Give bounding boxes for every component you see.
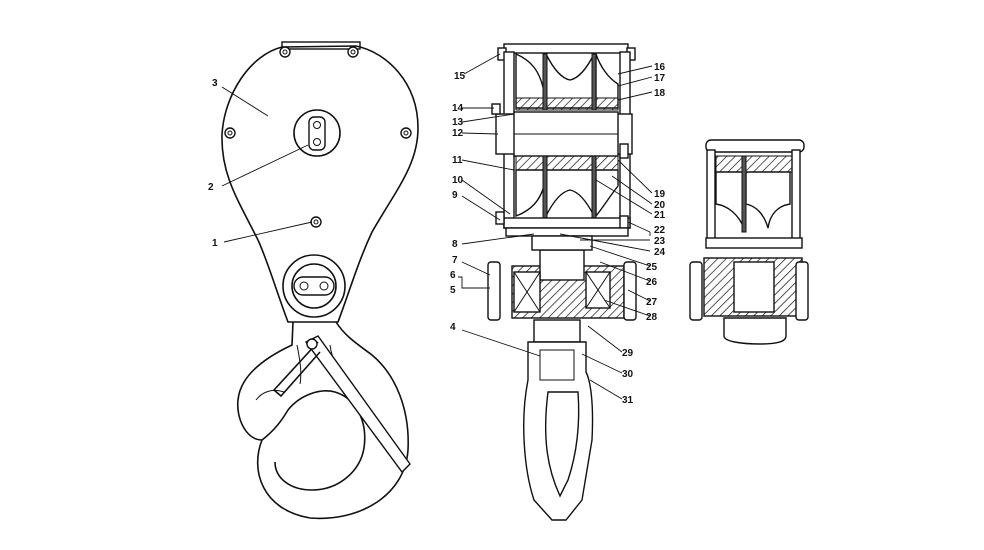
cheek-plate [221,45,419,323]
callout-6: 6 [450,270,456,281]
callout-3: 3 [212,78,218,89]
callout-labels: 1 2 3 4 5 6 7 8 9 10 11 12 13 14 15 16 1… [208,62,666,406]
crosshead-boss [282,254,346,318]
callout-21: 21 [654,210,666,221]
callout-23: 23 [654,236,666,247]
callout-24: 24 [654,247,666,258]
reduced-section-view [689,139,809,345]
traverse [487,227,637,321]
callout-25: 25 [646,262,658,273]
mid-top-plate [503,43,629,54]
callout-16: 16 [654,62,666,73]
callout-12: 12 [452,128,464,139]
callout-7: 7 [452,255,458,266]
callout-11: 11 [452,155,463,166]
callout-4: 4 [450,322,456,333]
callout-27: 27 [646,297,658,308]
sheave-axle [491,103,633,159]
callout-10: 10 [452,175,464,186]
callout-17: 17 [654,73,666,84]
hook-shank [523,319,594,521]
callout-28: 28 [646,312,658,323]
safety-latch [272,335,411,474]
callout-26: 26 [646,277,658,288]
callout-29: 29 [622,348,634,359]
callout-8: 8 [452,239,458,250]
callout-22: 22 [654,225,666,236]
leader-lines [221,53,653,400]
callout-5: 5 [450,285,456,296]
side-view [221,41,419,520]
plate-bolts [224,46,412,228]
callout-2: 2 [208,182,214,193]
top-plate [281,41,361,50]
callout-30: 30 [622,369,634,380]
callout-1: 1 [212,238,218,249]
callout-9: 9 [452,190,458,201]
sheaves-lower [515,155,619,219]
callout-15: 15 [454,71,466,82]
sheaves-upper [515,52,619,111]
callout-20: 20 [654,200,666,211]
callout-13: 13 [452,117,464,128]
callout-14: 14 [452,103,464,114]
front-section-view [487,43,637,521]
callout-19: 19 [654,189,666,200]
callout-31: 31 [622,395,634,406]
callout-18: 18 [654,88,666,99]
sheave-axle-boss [293,109,341,157]
